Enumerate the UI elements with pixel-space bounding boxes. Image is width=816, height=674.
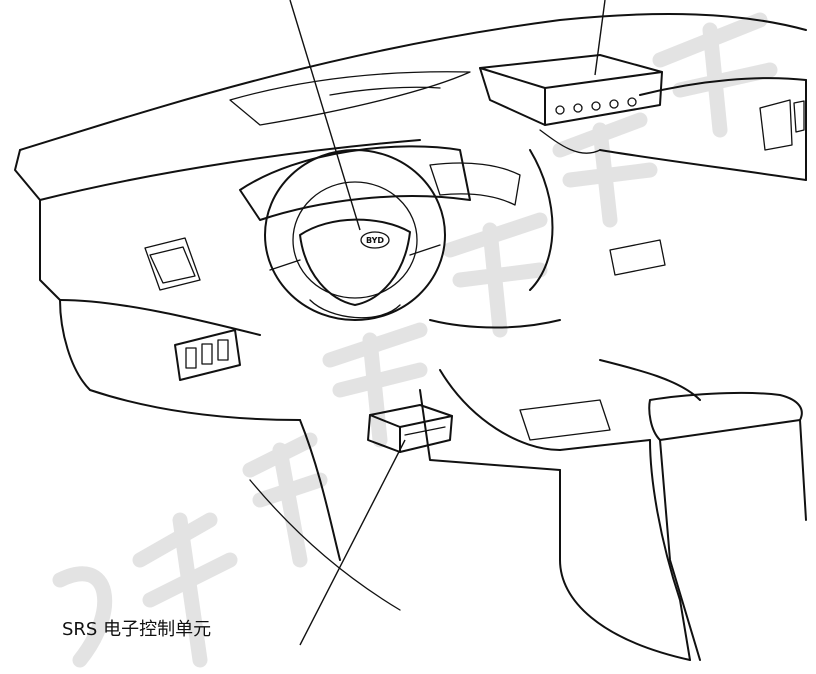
steering-wheel [264, 149, 446, 321]
srs-unit-leader [299, 439, 406, 646]
leader-lines [289, 0, 606, 646]
srs-control-unit [367, 404, 453, 453]
logo-text: BYD [366, 236, 384, 245]
passenger-airbag-leader [594, 0, 606, 76]
watermark [52, 12, 778, 668]
instrument-cluster [239, 145, 521, 221]
floor-outline [249, 419, 691, 661]
left-air-vent [144, 237, 201, 291]
switch-panel [174, 329, 241, 381]
srs-unit-label: SRS 电子控制单元 [62, 619, 212, 640]
passenger-airbag-module [479, 54, 663, 154]
steering-wheel-logo: BYD [360, 231, 390, 249]
console-armrest [519, 391, 807, 661]
dashboard-outline [14, 13, 807, 421]
glovebox-handle [609, 239, 666, 276]
steering-airbag-leader [289, 0, 361, 231]
